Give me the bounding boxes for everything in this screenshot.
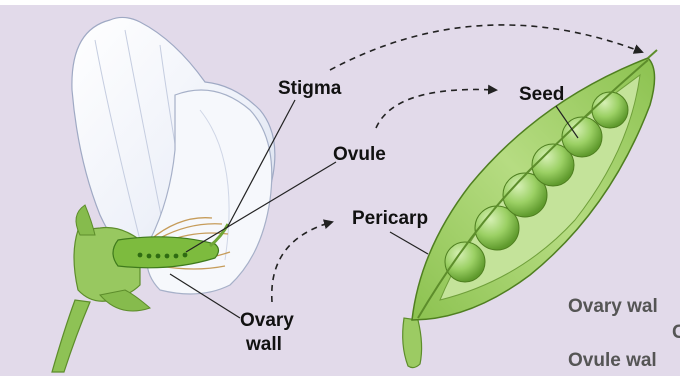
pea-seed — [592, 92, 628, 128]
label-stigma: Stigma — [278, 78, 342, 99]
pod-stalk — [403, 318, 422, 368]
label-pericarp: Pericarp — [352, 208, 428, 229]
label-ovule: Ovule — [333, 144, 386, 165]
label-ovary-wall-line1: Ovary — [240, 310, 294, 331]
label-seed: Seed — [519, 84, 564, 105]
label-ovary-wall-line2: wall — [245, 334, 282, 355]
page-top-edge — [0, 0, 680, 5]
page-bottom-edge — [0, 376, 680, 381]
cropped-text-line2: C — [672, 322, 680, 343]
cropped-text-line1: Ovary wal — [568, 296, 658, 317]
cropped-text-line3: Ovule wal — [568, 350, 657, 371]
